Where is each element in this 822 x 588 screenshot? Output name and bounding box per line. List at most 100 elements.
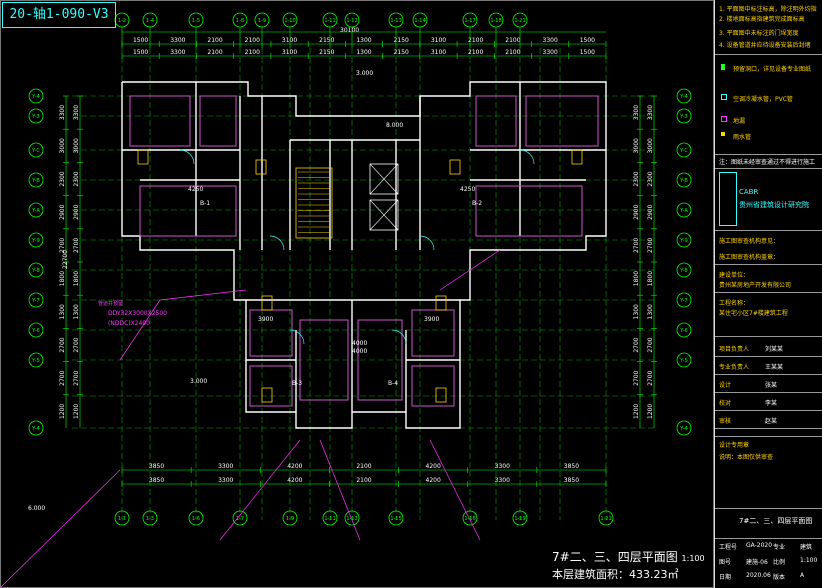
project-divider — [715, 292, 822, 293]
dim-top-value: 2150 — [319, 37, 334, 44]
axis-bubble-bottom — [512, 510, 528, 526]
dim-top-value: 2100 — [468, 37, 483, 44]
axis-label-top: 1-21 — [514, 18, 525, 24]
legend-icon-4 — [721, 132, 725, 136]
signoff-role: 项目负责人 — [719, 346, 750, 353]
elevation-mark-3: 8.000 — [386, 122, 404, 129]
building-outline — [121, 81, 607, 429]
axis-bubble-bottom — [598, 510, 614, 526]
signoff-name: 刘某某 — [765, 346, 784, 353]
utility-shaft — [261, 295, 273, 311]
dim-left-value: 1800 — [59, 271, 66, 286]
dim-right-value: 1300 — [633, 304, 640, 319]
axis-bubble-left — [28, 108, 44, 124]
legend-icon-3 — [721, 116, 727, 122]
door-swing — [391, 329, 407, 345]
note-line-3: 3. 平面图中未标注的门垛宽度 — [719, 30, 799, 37]
footer-cell: 图号 — [719, 559, 732, 566]
dim-right-value: 2300 — [633, 171, 640, 186]
footer-cell: 建筑 — [800, 544, 813, 551]
room-boundary — [525, 95, 599, 147]
footer-cell: A — [800, 572, 805, 579]
axis-label-right: Y-5 — [679, 358, 687, 364]
title-block: 1. 平面图中标注标高，除注明外均指 2. 楼地面标高指建筑完成面标高 3. 平… — [714, 0, 822, 588]
room-boundary — [357, 319, 403, 401]
dim-left-inner-value: 1300 — [73, 304, 80, 319]
axis-label-left: Y-A — [31, 208, 40, 214]
total-dimension-top: 30100 — [340, 27, 360, 34]
dim-right-outer-value: 2900 — [647, 204, 654, 219]
dim-top-inner-value: 3300 — [543, 49, 558, 56]
axis-bubble-right — [676, 172, 692, 188]
room-boundary — [411, 309, 455, 357]
dim-left-value: 2700 — [59, 238, 66, 253]
signoff-role: 审核 — [719, 418, 732, 425]
unit-label-b2: B-2 — [472, 200, 483, 207]
axis-label-left: Y-C — [31, 148, 40, 154]
sheet-title-divider — [715, 508, 822, 509]
utility-shaft — [137, 149, 149, 165]
dimension-lines — [63, 31, 657, 487]
axis-bubble-left — [28, 352, 44, 368]
axis-bubble-bottom — [344, 510, 360, 526]
room-boundary — [199, 95, 237, 147]
axis-label-bottom: 1-19 — [514, 516, 525, 522]
axis-bubble-left — [28, 232, 44, 248]
project-name: 某住宅小区7#楼建筑工程 — [719, 310, 788, 317]
axis-label-left: Y-5 — [31, 358, 39, 364]
signoff-row-line — [715, 428, 822, 429]
dim-left-inner-value: 2300 — [73, 171, 80, 186]
walls — [121, 81, 607, 429]
dim-right-outer-value: 3000 — [647, 138, 654, 153]
company-logo: CABR — [739, 188, 759, 196]
note-line-1: 1. 平面图中标注标高，除注明外均指 — [719, 6, 817, 13]
axis-bubble-right — [676, 202, 692, 218]
dim-left-inner-value: 2700 — [73, 370, 80, 385]
dim-top-value: 3100 — [431, 37, 446, 44]
footer-cell: 建施-06 — [746, 559, 768, 566]
leader-line — [219, 439, 301, 541]
dim-bottom-value: 2100 — [356, 463, 371, 470]
leader-line — [159, 289, 247, 301]
dim-right-value: 1200 — [633, 404, 640, 419]
reference-line — [0, 469, 121, 588]
axis-label-right: Y-A — [679, 208, 688, 214]
axis-bubble-bottom — [188, 510, 204, 526]
legend-item-1: 预留洞口，详见设备专业图纸 — [733, 66, 812, 73]
dim-right-outer-value: 1200 — [647, 404, 654, 419]
dim-top-value: 1500 — [133, 37, 148, 44]
warning-divider — [715, 154, 822, 155]
room-dim-3: 3900 — [258, 316, 274, 323]
axis-label-left: Y-6 — [31, 328, 39, 334]
door-swing — [519, 149, 535, 165]
axis-label-top: 1-4 — [146, 18, 154, 24]
client-name: 贵州某房地产开发有限公司 — [719, 282, 792, 289]
footer-cell: 2020.06 — [746, 572, 771, 579]
dim-right-value: 2700 — [633, 337, 640, 352]
axis-label-top: 1-17 — [464, 18, 475, 24]
footer-cell: 专业 — [773, 544, 786, 551]
axis-label-left: Y-4 — [31, 426, 39, 432]
axis-label-left: Y-7 — [31, 298, 39, 304]
axis-bubble-bottom — [282, 510, 298, 526]
door-swing — [179, 149, 195, 165]
dim-top-inner-value: 3300 — [170, 49, 185, 56]
axis-label-bottom: 1-1 — [118, 516, 126, 522]
door-swing — [289, 329, 305, 345]
dim-left-value: 1200 — [59, 404, 66, 419]
dim-top-value: 2100 — [245, 37, 260, 44]
axis-label-right: Y-8 — [679, 268, 687, 274]
dim-bottom-outer-value: 3300 — [495, 477, 510, 484]
utility-shaft — [449, 159, 461, 175]
signoff-row-line — [715, 374, 822, 375]
dim-right-outer-value: 2700 — [647, 337, 654, 352]
axis-bubble-left — [28, 172, 44, 188]
elevator-shaft-2 — [369, 199, 399, 231]
axis-bubble-right — [676, 88, 692, 104]
company-logo-box — [719, 172, 737, 226]
dim-top-inner-value: 3100 — [431, 49, 446, 56]
review-opinion-label: 施工图审查机构意见： — [719, 238, 780, 245]
dim-bottom-outer-value: 4200 — [426, 477, 441, 484]
dim-left-inner-value: 1200 — [73, 404, 80, 419]
